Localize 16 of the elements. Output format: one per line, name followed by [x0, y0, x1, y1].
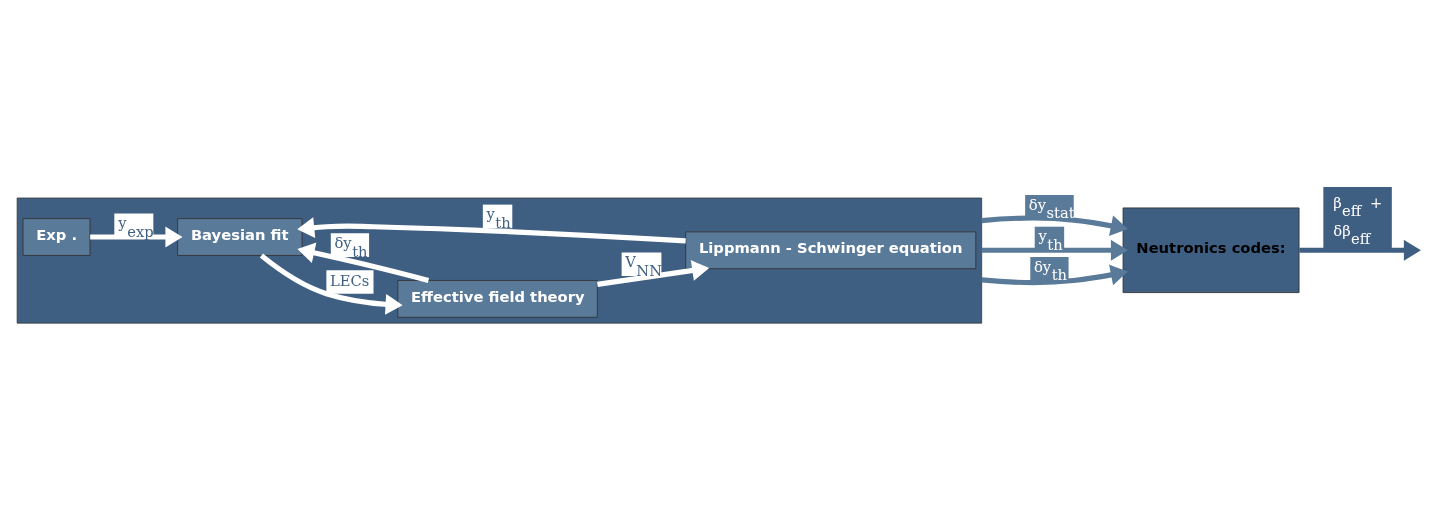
node-box: Neutronics codes:	[1122, 207, 1300, 293]
arrow	[90, 226, 183, 247]
arrow	[981, 214, 1128, 236]
cluster	[16, 197, 983, 324]
node-box: Lippmann - Schwinger equation	[685, 230, 977, 269]
node-box: Effective field theory	[397, 279, 598, 318]
arrow	[981, 239, 1128, 261]
node-box: Bayesian fit	[177, 217, 303, 256]
arrow	[297, 242, 430, 283]
arrow	[297, 216, 686, 243]
arrow	[597, 259, 710, 287]
arrow	[981, 264, 1128, 285]
arrow	[259, 253, 403, 315]
node-box: Exp .	[22, 217, 91, 256]
edge-label: LECs	[330, 271, 370, 289]
arrow	[1299, 239, 1421, 261]
